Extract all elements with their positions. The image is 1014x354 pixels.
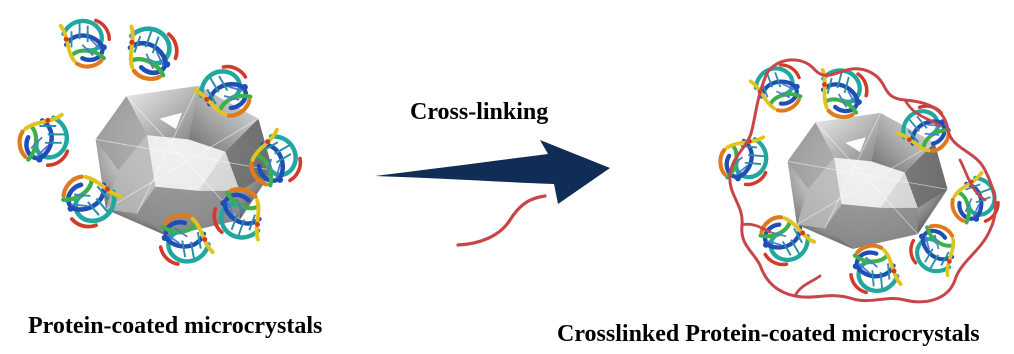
protein-right-8 (849, 243, 901, 293)
crosslink-network (728, 58, 997, 304)
reaction-arrow (375, 140, 610, 204)
crosslink-strand-4 (740, 222, 772, 234)
right-crystal-assembly (718, 58, 1002, 304)
crosslink-strand-1 (903, 98, 942, 128)
protein-left-4 (20, 115, 68, 165)
crosslinker-reagent (456, 194, 547, 247)
protein-right-1 (749, 60, 808, 118)
step-label: Cross-linking (410, 99, 549, 125)
protein-right-4 (718, 134, 768, 186)
crystal-right (787, 112, 949, 250)
crosslink-strand-3 (793, 274, 822, 298)
right-caption: Crosslinked Protein-coated microcrystals (557, 321, 980, 347)
crosslink-strand-2 (958, 158, 987, 202)
protein-left-2 (116, 21, 182, 85)
protein-left-1 (61, 20, 110, 66)
left-crystal-assembly (20, 20, 307, 266)
left-caption: Protein-coated microcrystals (28, 313, 323, 339)
